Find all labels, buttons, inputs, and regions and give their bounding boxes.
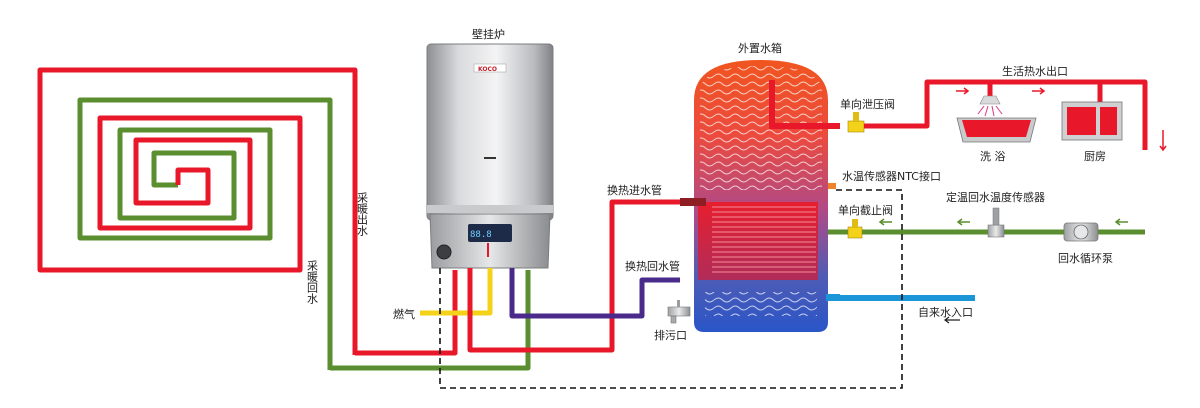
boiler-pipes — [420, 199, 680, 353]
ntc-port-label: 水温传感器NTC接口 — [842, 170, 941, 183]
heat-exchanger — [698, 202, 818, 280]
tank-cold-inlet — [826, 294, 840, 301]
sensor-label: 定温回水温度传感器 — [946, 190, 1045, 204]
hx-return-label: 换热回水管 — [625, 259, 680, 273]
heat-exchanger-fins — [712, 206, 816, 273]
shower-head-body — [979, 95, 1001, 105]
hx-supply-pipe — [467, 199, 680, 353]
boiler-brand-text: KOCO — [478, 66, 497, 73]
ntc-port — [828, 183, 836, 189]
kitchen-sink-basin-left — [1067, 107, 1096, 135]
boiler-brand-plate — [473, 63, 507, 73]
flow-arrow-left — [1114, 218, 1128, 226]
control-wire — [439, 189, 903, 389]
boiler-display-readout: 88.8 — [470, 230, 492, 240]
heating-supply-pipe — [355, 270, 458, 356]
boiler-label: 壁挂炉 — [472, 27, 505, 41]
floor-heating-coils — [37, 67, 531, 371]
tank-waves-lower — [705, 292, 817, 316]
kitchen-sink — [1061, 101, 1123, 141]
flow-arrow-down — [1159, 130, 1167, 152]
tank-hot-draw-pipe — [769, 80, 840, 129]
pump-face — [1073, 224, 1089, 240]
boiler-trim — [427, 205, 553, 213]
flow-arrow-left-3 — [878, 218, 892, 226]
kitchen-sink-basin-right — [1100, 107, 1117, 135]
pump-label: 回水循环泵 — [1058, 252, 1113, 265]
relief-valve-body — [847, 120, 865, 133]
drain-label: 排污口 — [654, 328, 687, 342]
hx-in-label: 换热进水管 — [607, 183, 662, 197]
wall-boiler: 88.8 KOCO — [426, 43, 554, 269]
supply-spiral — [37, 67, 358, 355]
tank-waves — [700, 66, 822, 190]
relief-valve-cap — [853, 112, 859, 121]
gas-pipe — [420, 268, 493, 316]
dhw-outlet-label: 生活热水出口 — [1002, 64, 1068, 78]
relief-valve — [847, 112, 865, 133]
drain-valve-body — [667, 306, 691, 317]
bath-tub-water — [962, 120, 1031, 137]
heating-return-pipe — [330, 270, 531, 371]
boiler-indicator-red — [487, 243, 489, 257]
tank-label: 外置水箱 — [738, 41, 782, 55]
sensor-probe — [992, 207, 1000, 226]
gas-label: 燃气 — [393, 307, 415, 321]
relief-valve-label: 单向泄压阀 — [840, 97, 895, 111]
inlet-label: 自来水入口 — [918, 306, 973, 319]
return-temp-sensor — [987, 207, 1005, 238]
check-valve-cap — [852, 219, 858, 227]
drain-valve-spout — [670, 315, 677, 324]
drain-valve-handle — [677, 300, 680, 307]
drain-valve — [667, 300, 691, 324]
hx-return-pipe — [509, 268, 680, 319]
dhw-main-pipe — [864, 79, 1148, 150]
check-valve-label: 单向截止阀 — [838, 203, 893, 217]
heating-return-label: 采暖回水 — [306, 260, 319, 304]
flow-arrow-right-2 — [1032, 87, 1046, 95]
shower-head — [977, 95, 1003, 117]
inlet-arrow — [944, 316, 960, 324]
return-spiral — [77, 97, 333, 370]
bath-tub — [956, 117, 1037, 143]
flow-arrows — [878, 87, 1167, 324]
circulation-pump — [1063, 222, 1099, 242]
boiler-slot — [484, 157, 496, 159]
bath-label: 洗 浴 — [980, 150, 1006, 163]
sensor-body — [987, 224, 1005, 238]
storage-tank — [680, 60, 840, 332]
flow-arrow-right — [956, 87, 970, 95]
check-valve — [847, 219, 863, 239]
boiler-display — [468, 224, 512, 242]
boiler-control-knob — [436, 244, 452, 260]
shower-spray — [977, 105, 1003, 117]
hx-inlet-stub — [680, 198, 706, 206]
kitchen-label: 厨房 — [1084, 150, 1106, 163]
heating-supply-label: 采暖出水 — [356, 192, 369, 236]
flow-arrow-left-2 — [956, 218, 970, 226]
check-valve-body — [847, 226, 863, 239]
